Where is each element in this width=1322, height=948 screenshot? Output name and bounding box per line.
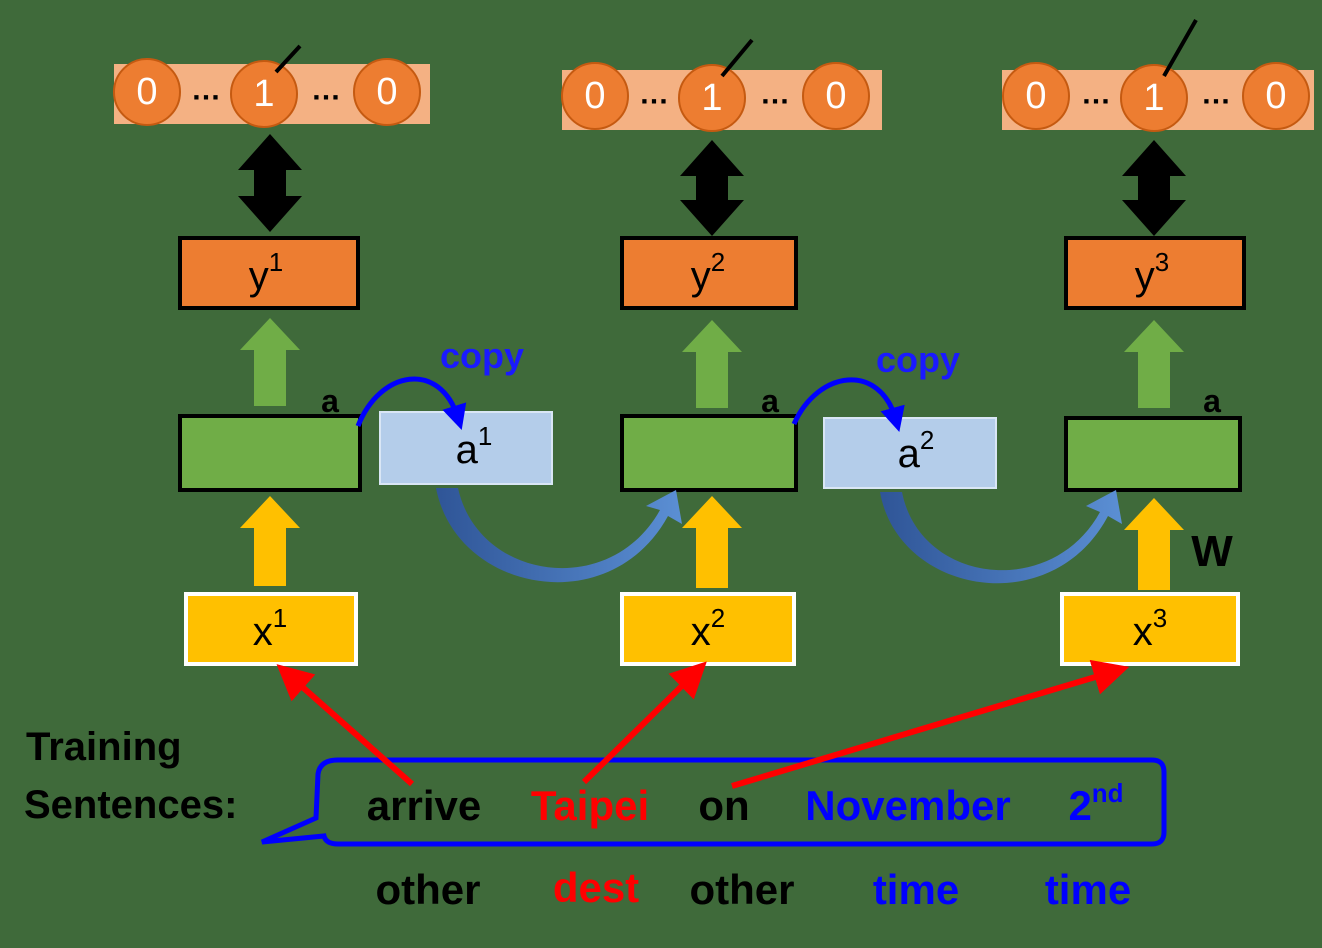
ellipsis: …: [760, 78, 790, 111]
onehot-vector-1: 0 1 0 … …: [113, 44, 430, 128]
onehot-value: 1: [253, 73, 274, 115]
output-label-1: y1: [249, 247, 283, 298]
input-box-2: [620, 592, 796, 666]
slot-label: time: [1045, 866, 1131, 913]
hidden-box-2: [620, 414, 798, 492]
onehot-value: 1: [701, 77, 722, 119]
onehot-value: 0: [1025, 75, 1046, 117]
onehot-value: 0: [825, 75, 846, 117]
up-arrow-icon: [682, 320, 742, 408]
onehot-vector-2: 0 1 0 … …: [561, 38, 882, 132]
onehot-value: 0: [584, 75, 605, 117]
word-to-input-arrow: [731, 659, 1130, 789]
copy-arrow: [355, 376, 467, 430]
input-label-1: x1: [253, 603, 287, 654]
memory-cell-1: a1 copy: [355, 335, 553, 485]
hidden-box-3: [1064, 416, 1242, 492]
onehot-vector-3: 0 1 0 … …: [1002, 19, 1314, 132]
hidden-box-1: [178, 414, 362, 492]
double-arrow-icon: [680, 140, 744, 236]
memory-box-2: [823, 417, 997, 489]
hidden-label: a: [321, 383, 339, 419]
output-box-1: [178, 236, 360, 310]
pointer-mark: [1162, 19, 1198, 77]
training-label-line1: Training: [26, 725, 182, 769]
copy-label: copy: [440, 335, 524, 376]
hidden-label: a: [1203, 383, 1221, 419]
output-label-3: y3: [1135, 247, 1169, 298]
training-callout: Training Sentences: arrive Taipei on Nov…: [24, 725, 1167, 913]
word-to-input-arrow: [581, 661, 707, 785]
weight-label: W: [1191, 527, 1233, 576]
input-label-2: x2: [691, 603, 725, 654]
memory-label-1: a1: [456, 421, 493, 472]
input-label-3: x3: [1133, 603, 1167, 654]
slot-label: time: [873, 866, 959, 913]
ellipsis: …: [639, 78, 669, 111]
ellipsis: …: [1081, 78, 1111, 111]
ellipsis: …: [191, 74, 221, 107]
step-1: 0 1 0 … … y1 a x1: [113, 44, 430, 666]
ellipsis: …: [311, 74, 341, 107]
sentence-word: November: [805, 782, 1010, 829]
up-arrow-icon: [240, 496, 300, 586]
sentence-word: on: [698, 782, 749, 829]
output-label-2: y2: [691, 247, 725, 298]
training-label-line2: Sentences:: [24, 783, 237, 827]
up-arrow-icon: [240, 318, 300, 406]
sentence-word: Taipei: [531, 782, 649, 829]
word-to-input-arrow: [276, 664, 414, 787]
hidden-label: a: [761, 383, 779, 419]
copy-label: copy: [876, 339, 960, 380]
recurrent-arrow-1: [436, 488, 682, 583]
recurrent-arrow-2: [880, 490, 1122, 584]
output-box-3: [1064, 236, 1246, 310]
output-box-2: [620, 236, 798, 310]
onehot-value: 0: [376, 71, 397, 113]
double-arrow-icon: [1122, 140, 1186, 236]
up-arrow-icon: [1124, 320, 1184, 408]
ellipsis: …: [1201, 78, 1231, 111]
pointer-mark: [274, 44, 302, 74]
double-arrow-icon: [238, 134, 302, 232]
slot-label: dest: [553, 864, 639, 911]
onehot-value: 0: [1265, 75, 1286, 117]
slot-label: other: [690, 866, 795, 913]
input-box-3: [1060, 592, 1240, 666]
up-arrow-icon: [682, 496, 742, 588]
step-3: 0 1 0 … … y3 a W x3: [1002, 19, 1314, 666]
sentence-word: 2nd: [1068, 778, 1123, 829]
memory-cell-2: a2 copy: [791, 339, 997, 489]
slot-label: other: [376, 866, 481, 913]
onehot-value: 1: [1143, 77, 1164, 119]
pointer-mark: [720, 38, 754, 78]
step-2: 0 1 0 … … y2 a x2: [561, 38, 882, 666]
up-arrow-icon: [1124, 498, 1184, 590]
memory-label-2: a2: [898, 425, 935, 476]
copy-arrow: [791, 377, 905, 433]
onehot-value: 0: [136, 71, 157, 113]
input-box-1: [184, 592, 358, 666]
speech-bubble: [260, 757, 1167, 847]
sentence-word: arrive: [367, 782, 481, 829]
